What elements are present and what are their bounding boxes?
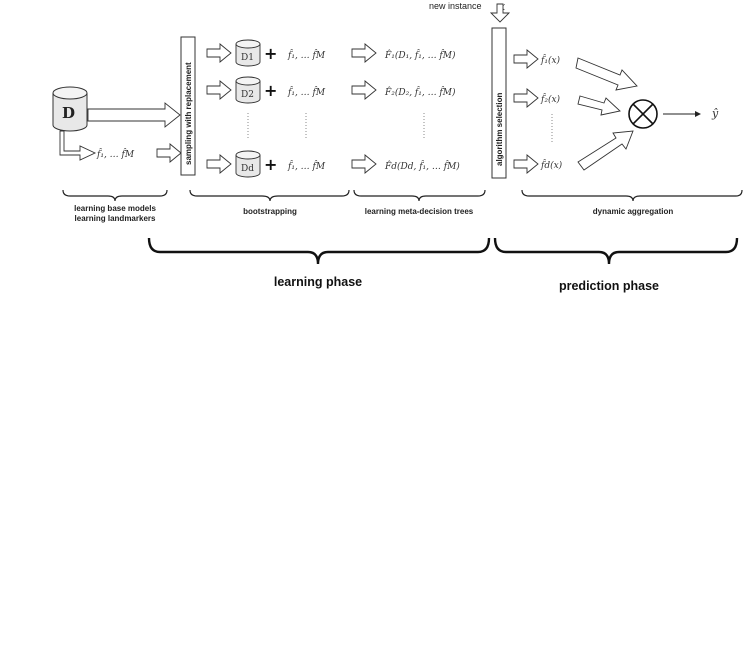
prediction-2: f̂₂(x) bbox=[540, 93, 561, 105]
arrow-meta-row2-icon bbox=[351, 80, 377, 100]
models-row2: f̂₁, … f̂M bbox=[287, 86, 326, 98]
models-row1: f̂₁, … f̂M bbox=[287, 49, 326, 61]
models-rowd: f̂₁, … f̂M bbox=[287, 160, 326, 172]
dataset-label: D bbox=[62, 104, 75, 122]
brace-bootstrapping bbox=[189, 189, 350, 202]
arrow-meta-row1-icon bbox=[351, 43, 377, 63]
brace-meta bbox=[353, 189, 486, 202]
brace-learning-base bbox=[62, 189, 168, 202]
arrow-pred1-icon bbox=[513, 49, 539, 69]
plus-rowd: + bbox=[264, 155, 277, 174]
converge-arrow-3-icon bbox=[577, 130, 634, 171]
dbd-cylinder-icon bbox=[235, 150, 261, 178]
brace-prediction-phase bbox=[493, 237, 739, 265]
converge-arrow-2-icon bbox=[577, 95, 621, 116]
brace-aggregation bbox=[521, 189, 743, 202]
plus-row1: + bbox=[264, 44, 277, 63]
algorithm-box bbox=[491, 27, 507, 179]
aggregator-icon bbox=[628, 99, 658, 129]
arrow-row2-icon bbox=[206, 80, 232, 100]
stage-bootstrapping: bootstrapping bbox=[243, 207, 297, 216]
curved-arrow-icon bbox=[59, 130, 97, 161]
long-arrow-icon bbox=[87, 102, 181, 128]
db2-cylinder-icon bbox=[235, 76, 261, 104]
stage-aggregation: dynamic aggregation bbox=[593, 207, 674, 216]
arrow-row1-icon bbox=[206, 43, 232, 63]
sampling-label: sampling with replacement bbox=[184, 62, 193, 165]
arrow-meta-rowd-icon bbox=[351, 154, 377, 174]
output-label: ŷ bbox=[711, 107, 719, 120]
db1-cylinder-icon bbox=[235, 39, 261, 67]
converge-arrow-1-icon bbox=[575, 57, 638, 91]
meta-tree-row2: F̂₂(D₂, f̂₁, … f̂M) bbox=[384, 86, 456, 98]
new-instance-label: new instance bbox=[429, 1, 482, 11]
stage-meta: learning meta-decision trees bbox=[365, 207, 474, 216]
arrow-to-sampling-icon bbox=[156, 143, 182, 163]
algorithm-label: algorithm selection bbox=[495, 93, 504, 166]
arrow-predd-icon bbox=[513, 154, 539, 174]
prediction-d: f̂d(x) bbox=[540, 159, 563, 171]
meta-tree-row1: F̂₁(D₁, f̂₁, … f̂M) bbox=[384, 49, 456, 61]
down-arrow-icon bbox=[489, 3, 511, 23]
stage-learning-base-2: learning landmarkers bbox=[75, 214, 156, 223]
brace-learning-phase bbox=[147, 237, 491, 265]
prediction-1: f̂₁(x) bbox=[540, 54, 561, 66]
dataset-cylinder-icon bbox=[52, 86, 88, 132]
arrow-pred2-icon bbox=[513, 88, 539, 108]
prediction-phase-label: prediction phase bbox=[559, 279, 659, 293]
arrow-rowd-icon bbox=[206, 154, 232, 174]
plus-row2: + bbox=[264, 81, 277, 100]
output-arrowhead-icon bbox=[695, 111, 701, 117]
db1-label: D1 bbox=[241, 53, 254, 63]
stage-learning-base-1: learning base models bbox=[74, 204, 156, 213]
sampling-box bbox=[180, 36, 196, 176]
db2-label: D2 bbox=[241, 90, 254, 100]
learning-phase-label: learning phase bbox=[274, 275, 362, 289]
meta-tree-rowd: F̂d(Dd, f̂₁, … f̂M) bbox=[384, 160, 460, 172]
base-models-label: f̂₁, … f̂M bbox=[96, 148, 135, 160]
dbd-label: Dd bbox=[241, 164, 254, 174]
